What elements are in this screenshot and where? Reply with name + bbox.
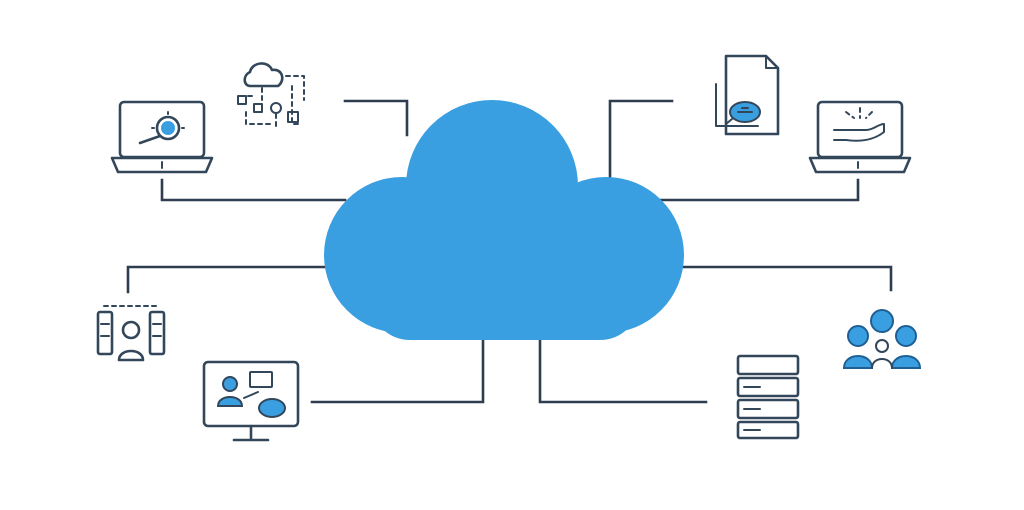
user-servers-icon	[96, 305, 166, 362]
user-group-icon	[842, 309, 922, 369]
connector-laptop-hand	[653, 178, 860, 202]
cloud-network-icon	[237, 62, 305, 129]
connector-document-chat	[608, 99, 674, 187]
monitor-user-chat-icon	[202, 360, 300, 442]
cloud-icon	[324, 100, 684, 340]
connector-user-group	[678, 265, 893, 292]
connector-monitor-user	[310, 338, 485, 404]
laptop-hand-icon	[808, 100, 912, 174]
server-rack-icon	[736, 354, 800, 440]
connector-cloud-network	[343, 99, 409, 137]
connector-server-rack	[538, 338, 708, 404]
connector-laptop-search	[160, 178, 347, 202]
connector-user-servers	[126, 265, 332, 294]
document-chat-icon	[715, 54, 780, 136]
connector-lines	[126, 99, 893, 404]
laptop-magnifier-icon	[110, 100, 214, 174]
